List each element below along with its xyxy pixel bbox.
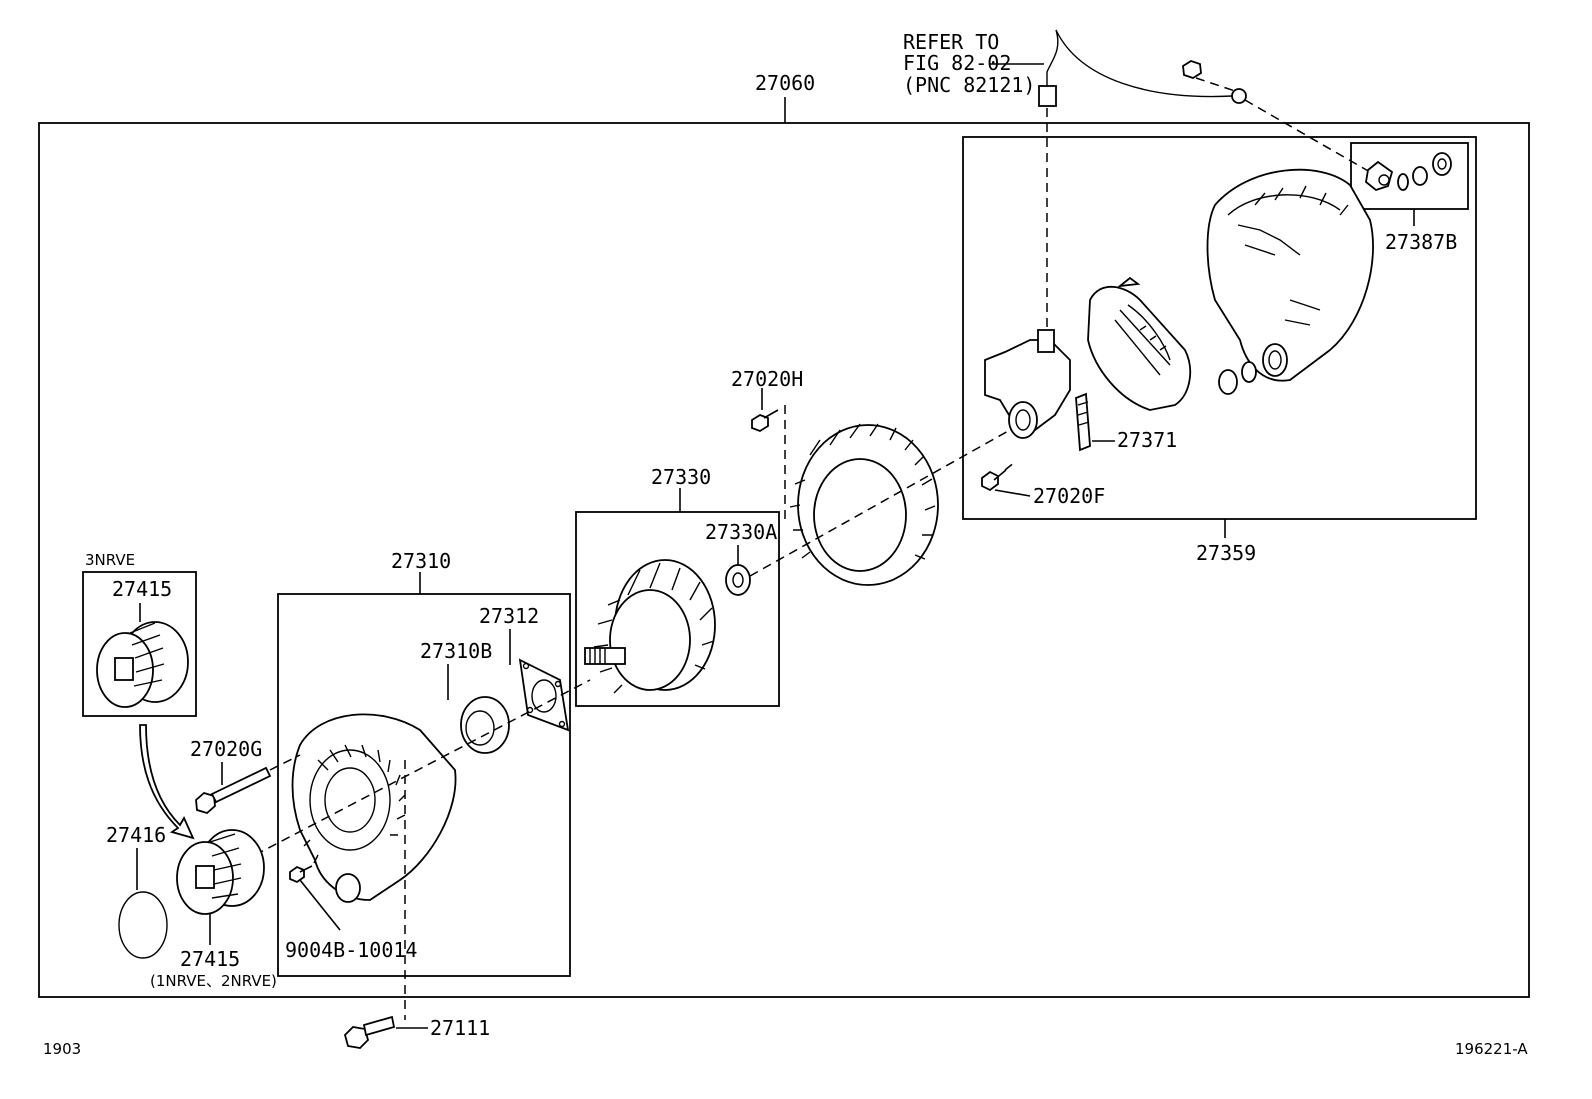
pulley-3nrve-box	[82, 571, 197, 717]
dash-main-axis-upper	[749, 429, 1011, 577]
rotor	[584, 559, 716, 694]
brush-part	[1075, 392, 1091, 452]
stator	[789, 423, 939, 586]
rear-washer	[1241, 361, 1257, 383]
corner-code-left: 1903	[43, 1040, 81, 1058]
dash-screw-f	[1004, 461, 1016, 471]
screw-27020F	[981, 469, 1007, 492]
terminal-kit-box	[1350, 142, 1469, 210]
label-pulley-variant-note: (1NRVE、2NRVE)	[150, 972, 277, 990]
mount-bolt-27111	[343, 1015, 396, 1049]
refer-note-line2: FIG 82-02	[903, 51, 1011, 75]
refer-note-line1: REFER TO	[903, 30, 999, 54]
refer-note-line3: (PNC 82121)	[903, 73, 1035, 97]
terminal-kit-parts	[1365, 152, 1452, 192]
rotor-group-box	[575, 511, 780, 707]
label-27312[interactable]: 27312	[479, 604, 539, 628]
rectifier	[1087, 276, 1192, 411]
rear-housing	[1206, 168, 1374, 382]
label-27020G[interactable]: 27020G	[190, 737, 262, 761]
pulley-other	[176, 829, 265, 915]
retainer-plate	[518, 658, 570, 732]
label-27330[interactable]: 27330	[651, 465, 711, 489]
label-3NRVE: 3NRVE	[85, 551, 135, 569]
harness-ring-terminal	[1231, 88, 1247, 104]
label-27020F[interactable]: 27020F	[1033, 484, 1105, 508]
screw-27020H	[751, 409, 779, 432]
label-27387B[interactable]: 27387B	[1385, 230, 1457, 254]
label-9004B-10014[interactable]: 9004B-10014	[285, 938, 417, 962]
leader-9004B	[299, 879, 341, 931]
label-27060[interactable]: 27060	[755, 71, 815, 95]
label-27310[interactable]: 27310	[391, 549, 451, 573]
wire-harness	[1046, 29, 1233, 98]
rear-nut	[1218, 369, 1238, 395]
label-27310B[interactable]: 27310B	[420, 639, 492, 663]
rear-frame-group-box	[962, 136, 1477, 520]
rotor-bearing	[725, 564, 751, 596]
voltage-regulator	[984, 329, 1071, 439]
label-27415-bottom[interactable]: 27415	[180, 947, 240, 971]
label-27371[interactable]: 27371	[1117, 428, 1177, 452]
label-27111[interactable]: 27111	[430, 1016, 490, 1040]
label-27330A[interactable]: 27330A	[705, 520, 777, 544]
stud-bolt-27020G	[195, 766, 272, 815]
drive-end-frame	[291, 713, 457, 903]
harness-connector	[1038, 85, 1057, 107]
terminal-nut	[1182, 60, 1202, 79]
dash-nut-terminal	[1195, 77, 1239, 93]
corner-code-right: 196221-A	[1455, 1040, 1528, 1058]
variant-arrow	[139, 724, 195, 840]
label-27416[interactable]: 27416	[106, 823, 166, 847]
dash-main-axis-lower	[254, 679, 591, 856]
dash-terminal-kit	[1244, 99, 1371, 173]
label-27415-top[interactable]: 27415	[112, 577, 172, 601]
assembly-frame	[38, 122, 1530, 998]
label-27020H[interactable]: 27020H	[731, 367, 803, 391]
pulley-3nrve	[96, 621, 189, 708]
screw-9004B-10014	[289, 865, 313, 884]
drive-frame-group-box	[277, 593, 571, 977]
leader-27020F	[994, 489, 1031, 497]
label-27359[interactable]: 27359	[1196, 541, 1256, 565]
drive-bearing	[460, 696, 510, 754]
pulley-cover-ring	[118, 891, 168, 959]
dash-stud-bolt	[269, 754, 301, 771]
